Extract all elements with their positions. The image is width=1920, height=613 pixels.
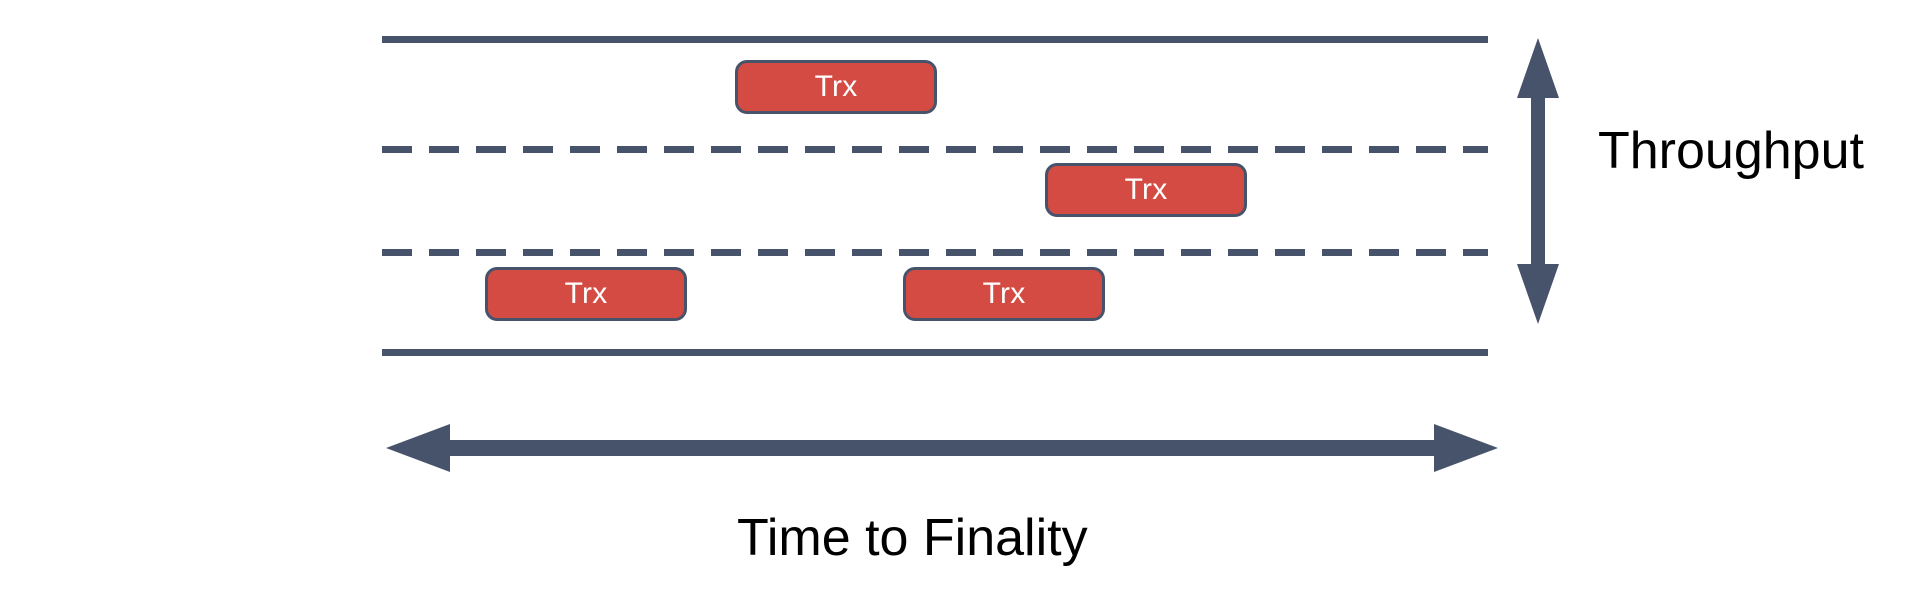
lane-line-top-solid bbox=[382, 36, 1488, 43]
finality-axis-label: Time to Finality bbox=[737, 509, 1088, 567]
transaction-box-1[interactable]: Trx bbox=[735, 60, 937, 114]
lane-line-middle-dashed-2 bbox=[382, 249, 1488, 256]
transaction-box-3[interactable]: Trx bbox=[485, 267, 687, 321]
lane-line-bottom-solid bbox=[382, 349, 1488, 356]
lane-line-middle-dashed-1 bbox=[382, 146, 1488, 153]
throughput-axis-label: Throughput bbox=[1598, 122, 1864, 180]
transaction-box-2[interactable]: Trx bbox=[1045, 163, 1247, 217]
throughput-axis-arrow-icon bbox=[1517, 38, 1559, 324]
finality-axis-arrow-icon bbox=[386, 424, 1498, 472]
transaction-box-4[interactable]: Trx bbox=[903, 267, 1105, 321]
